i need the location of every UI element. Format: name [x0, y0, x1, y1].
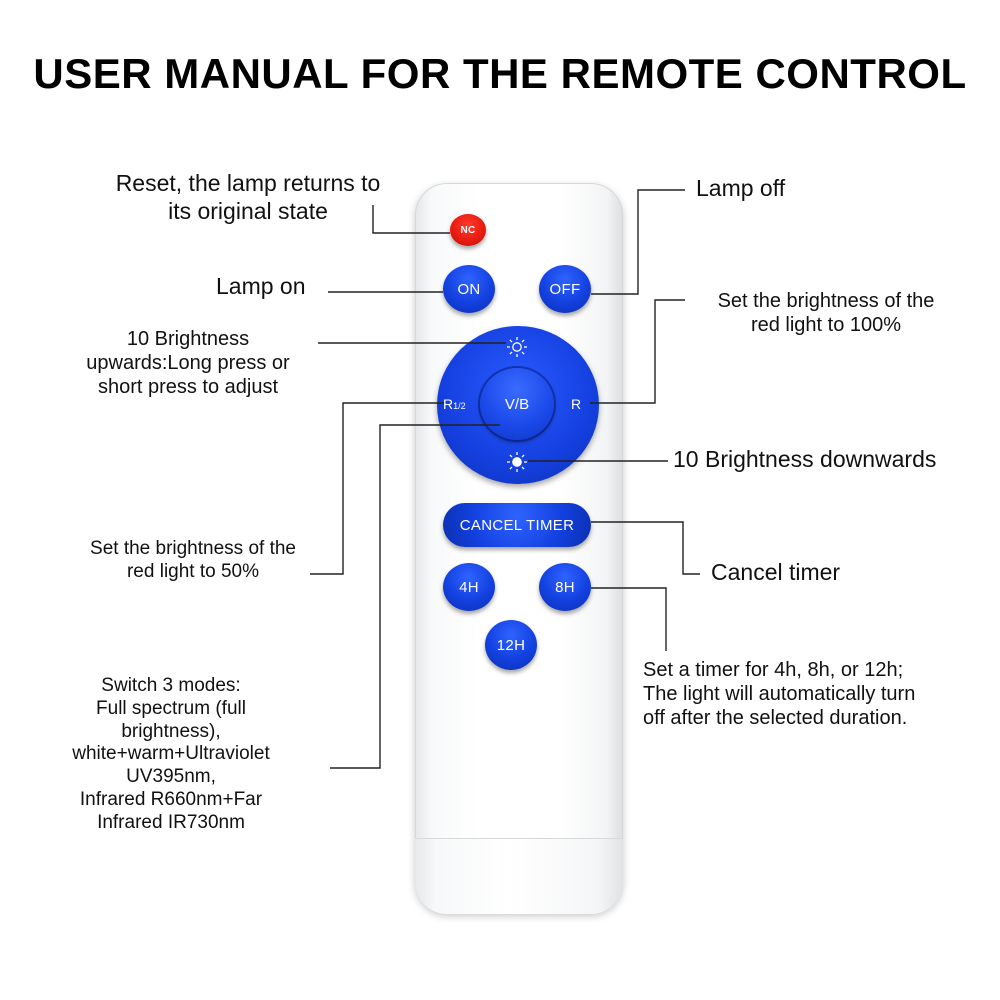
r-half-letter: R: [443, 396, 454, 412]
label-reset: Reset, the lamp returns to its original …: [115, 170, 381, 224]
r-half-sub: 1/2: [453, 401, 466, 411]
page-title: USER MANUAL FOR THE REMOTE CONTROL: [33, 50, 967, 97]
timer-8h-button[interactable]: 8H: [539, 563, 591, 611]
sun-up-icon[interactable]: [506, 336, 528, 358]
r-half-button-label[interactable]: R1/2: [443, 396, 466, 412]
label-red-100: Set the brightness of the red light to 1…: [717, 290, 935, 336]
label-cancel-timer: Cancel timer: [711, 559, 841, 585]
label-lamp-on: Lamp on: [216, 273, 306, 299]
label-modes: Switch 3 modes: Full spectrum (full brig…: [72, 675, 270, 833]
label-bright-up: 10 Brightness upwards:Long press or shor…: [86, 328, 290, 398]
label-timer: Set a timer for 4h, 8h, or 12h; The ligh…: [643, 659, 916, 729]
off-button[interactable]: OFF: [539, 265, 591, 313]
nc-reset-button[interactable]: NC: [450, 214, 486, 246]
label-bright-down: 10 Brightness downwards: [673, 446, 937, 472]
label-red-50: Set the brightness of the red light to 5…: [90, 538, 296, 582]
remote-battery-cover: [415, 838, 623, 914]
vb-mode-button[interactable]: V/B: [480, 368, 554, 440]
cancel-timer-button[interactable]: CANCEL TIMER: [443, 503, 591, 547]
on-button[interactable]: ON: [443, 265, 495, 313]
r-full-button-label[interactable]: R: [571, 396, 582, 412]
timer-12h-button[interactable]: 12H: [485, 620, 537, 670]
timer-4h-button[interactable]: 4H: [443, 563, 495, 611]
label-lamp-off: Lamp off: [696, 175, 786, 201]
sun-down-icon[interactable]: [506, 451, 528, 473]
